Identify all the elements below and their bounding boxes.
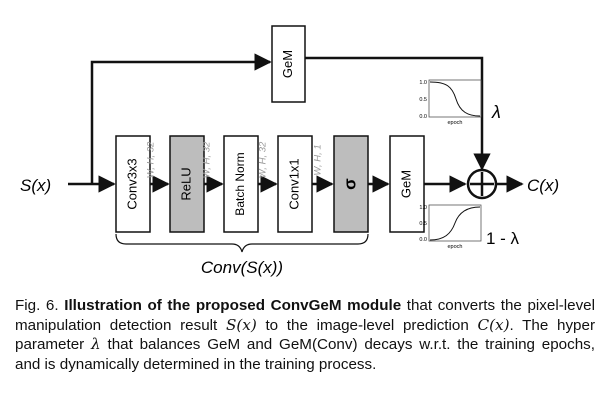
one-minus-lambda-chart: 1.0 0.5 0.0 epoch: [419, 204, 482, 250]
output-label: C(x): [527, 176, 559, 195]
block-conv1x1-label: Conv1x1: [286, 158, 301, 209]
dim-label-3: W, H, 32: [258, 141, 269, 178]
lambda-chart-ytick-top: 1.0: [419, 80, 427, 86]
caption-cx: C(x): [477, 315, 510, 334]
block-conv3x3: Conv3x3: [115, 135, 151, 233]
growth-curve: [429, 206, 481, 241]
skip-branch-line: [90, 53, 272, 184]
lambda-label: λ: [491, 102, 501, 122]
lambda-chart-ytick-bottom: 0.0: [419, 114, 427, 120]
block-batch-norm: Batch Norm: [223, 135, 259, 233]
caption-sx: S(x): [225, 315, 257, 334]
sum-node: [466, 168, 498, 200]
caption-text-2: to the image-level prediction: [256, 316, 478, 334]
block-conv1x1: Conv1x1: [277, 135, 313, 233]
caption-text-1: that converts the pixel-level manipulati…: [15, 297, 595, 334]
growth-chart-ytick-top: 1.0: [419, 205, 427, 211]
caption-text-4: that balances GeM and GeM(Conv) decays w…: [15, 336, 595, 373]
block-sigma-label: σ: [340, 178, 359, 190]
conv-group-label: Conv(S(x)): [201, 258, 283, 277]
dim-label-4: W, H, 1: [313, 144, 324, 175]
dim-label-1: W, H, 32: [146, 141, 157, 178]
input-label: S(x): [20, 176, 51, 195]
block-gem-label: GeM: [398, 170, 413, 198]
growth-chart-ytick-bottom: 0.0: [419, 237, 427, 243]
caption-fig-number: Fig. 6.: [15, 297, 59, 314]
dim-label-2: W, H, 32: [202, 141, 213, 178]
convgem-diagram: S(x) C(x) GeM Conv3x3 W, H, 32 ReLU W, H…: [20, 25, 559, 277]
lambda-decay-curve: [429, 81, 481, 117]
caption-title: Illustration of the proposed ConvGeM mod…: [64, 297, 402, 314]
lambda-chart: 1.0 0.5 0.0 epoch: [419, 79, 482, 126]
block-relu-label: ReLU: [178, 167, 193, 200]
growth-chart-ytick-mid: 0.5: [419, 221, 427, 227]
figure-caption: Fig. 6. Illustration of the proposed Con…: [15, 296, 595, 374]
caption-text-3: . The hyper parameter: [15, 316, 596, 354]
lambda-chart-ytick-mid: 0.5: [419, 97, 427, 103]
growth-chart-xlabel: epoch: [448, 244, 463, 250]
caption-lambda: λ: [91, 335, 101, 353]
conv-group-brace: [115, 233, 369, 253]
lambda-chart-xlabel: epoch: [448, 120, 463, 126]
block-gem: GeM: [389, 135, 425, 233]
block-sigma: σ: [333, 135, 369, 233]
top-gem-block: [271, 25, 306, 103]
top-to-sum-line: [305, 56, 491, 171]
block-batch-norm-label: Batch Norm: [233, 152, 247, 215]
top-gem-label: GeM: [280, 50, 295, 78]
block-conv3x3-label: Conv3x3: [124, 158, 139, 209]
block-relu: ReLU: [169, 135, 205, 233]
one-minus-lambda-label: 1 - λ: [486, 229, 520, 248]
